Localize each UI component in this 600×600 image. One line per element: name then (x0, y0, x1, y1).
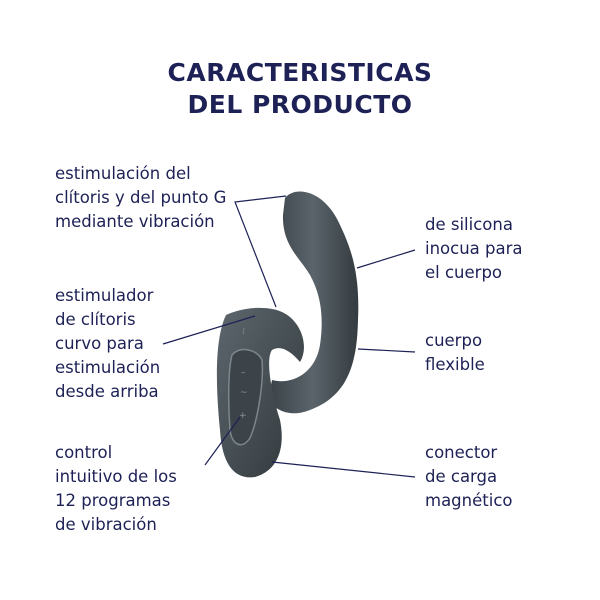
label-curved-stimulator: estimulador de clítoris curvo para estim… (55, 284, 160, 404)
leader-line-flexible (357, 348, 416, 353)
label-line: intuitivo de los (55, 467, 177, 486)
label-line: clítoris y del punto G (55, 188, 227, 207)
label-line: estimulación (55, 358, 161, 377)
label-control: control intuitivo de los 12 programas de… (55, 441, 177, 537)
label-line: magnético (425, 491, 513, 510)
label-silicone: de silicona inocua para el cuerpo (425, 213, 523, 285)
title-line-1: CARACTERISTICAS (167, 58, 433, 87)
wave-button-icon: ~ (240, 388, 248, 398)
label-line: cuerpo (425, 331, 483, 350)
leader-line-control (204, 416, 241, 466)
label-line: el cuerpo (425, 263, 503, 282)
label-line: flexible (425, 355, 485, 374)
plus-button-icon: + (239, 411, 247, 421)
label-line: inocua para (425, 239, 523, 258)
label-flexible: cuerpo flexible (425, 329, 485, 377)
label-line: de carga (425, 467, 498, 486)
leader-line-charger (271, 461, 416, 478)
label-line: curvo para (55, 334, 144, 353)
leader-line-curved (162, 315, 256, 345)
title-line-2: DEL PRODUCTO (187, 90, 413, 119)
label-line: de clítoris (55, 310, 136, 329)
label-line: control (55, 443, 113, 462)
flexible-arm (268, 191, 359, 414)
minus-button-icon: – (241, 368, 246, 378)
label-line: estimulación del (55, 164, 191, 183)
leader-line-silicone (356, 249, 416, 269)
label-line: desde arriba (55, 382, 159, 401)
label-line: mediante vibración (55, 212, 215, 231)
logo-icon: ꭍ (242, 327, 245, 336)
label-line: de vibración (55, 515, 157, 534)
label-line: 12 programas (55, 491, 171, 510)
label-line: conector (425, 443, 498, 462)
leader-line-gspot (234, 195, 287, 308)
label-charger: conector de carga magnético (425, 441, 513, 513)
label-line: de silicona (425, 215, 513, 234)
label-line: estimulador (55, 286, 154, 305)
label-gspot-stimulation: estimulación del clítoris y del punto G … (55, 162, 226, 234)
